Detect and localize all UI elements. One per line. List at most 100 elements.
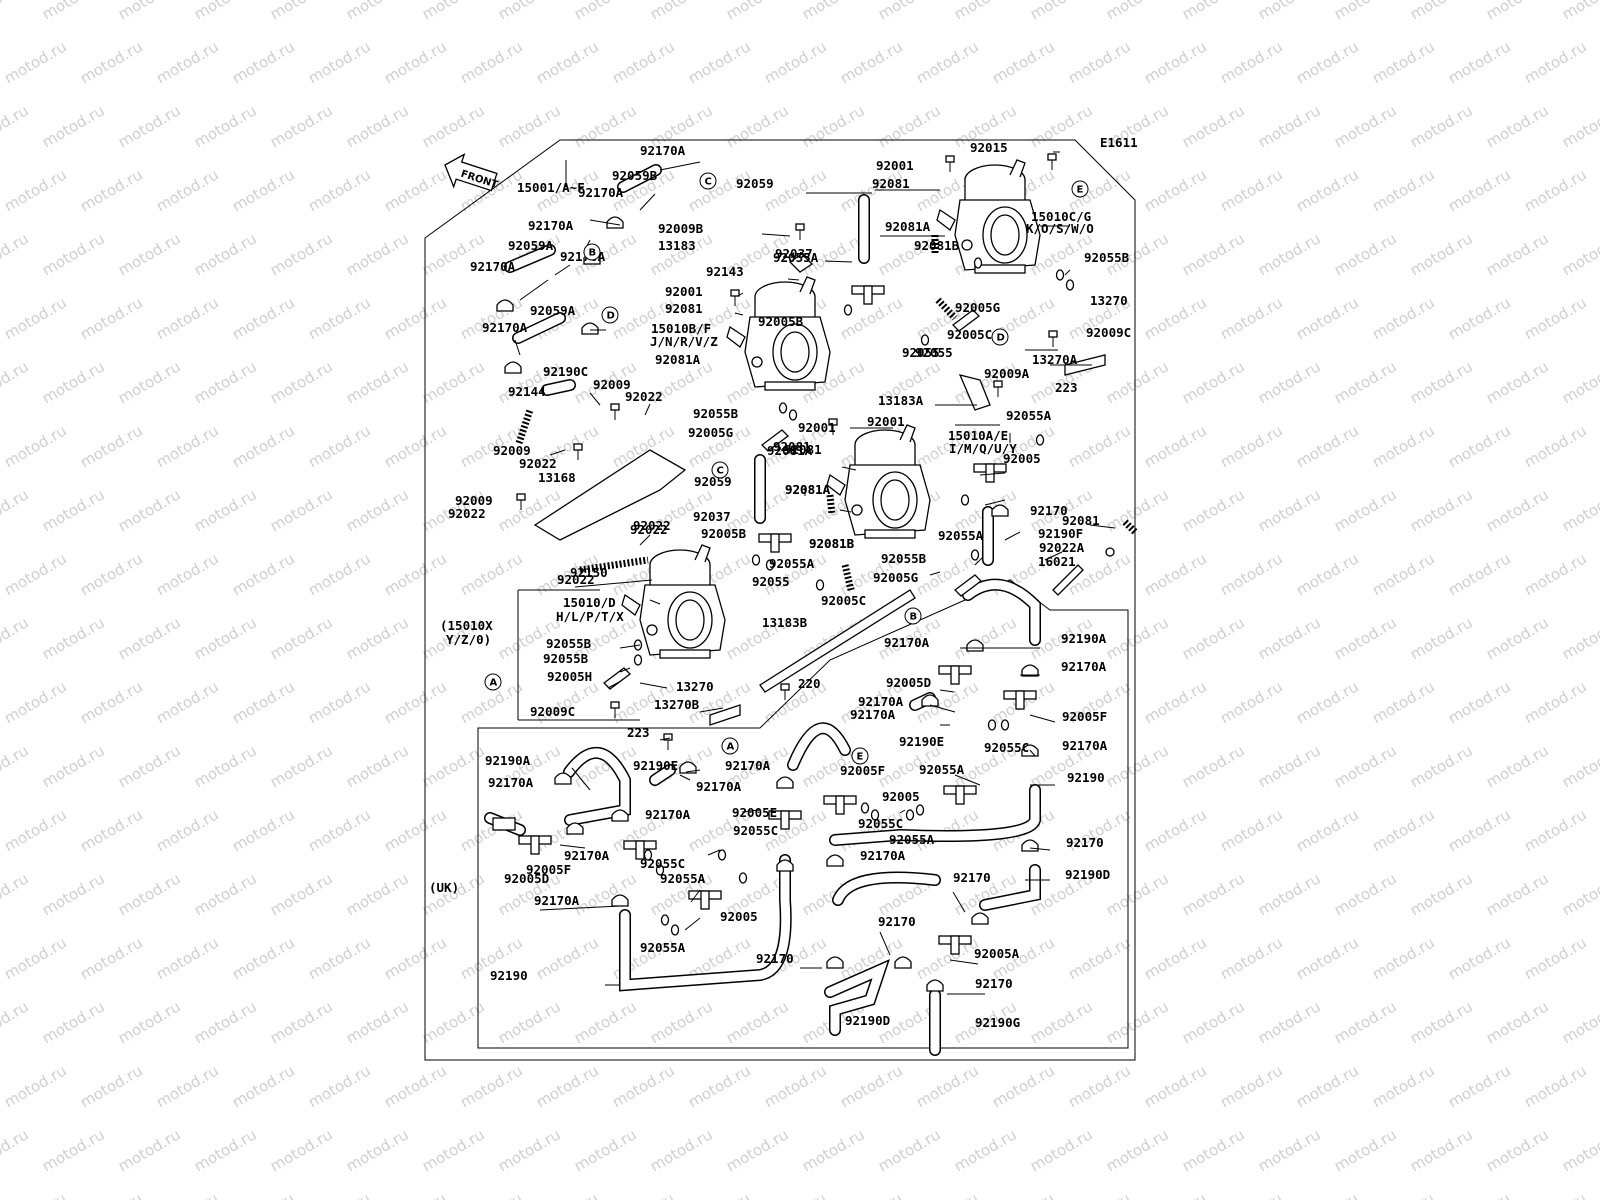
leader-line [639,193,656,211]
part-label: 92055B [881,551,927,566]
watermark-text: motod.ru [305,549,374,599]
watermark-text: motod.ru [343,869,412,919]
bracket-13183b [759,589,916,693]
part-label: 92170 [756,951,794,966]
bolt [828,418,838,435]
watermark-text: motod.ru [191,357,260,407]
part-label: 92170A [696,779,742,794]
watermark-text: motod.ru [0,997,32,1047]
part-label: 92143 [706,264,744,279]
watermark-text: motod.ru [1179,485,1248,535]
watermark-text: motod.ru [381,37,450,87]
watermark-text: motod.ru [1521,1189,1590,1200]
part-label: 92055B [693,406,739,421]
watermark-text: motod.ru [723,0,792,23]
watermark-text: motod.ru [1483,613,1552,663]
svg-text:C: C [705,177,712,188]
part-label: 92190E [633,758,678,773]
svg-text:C: C [717,466,724,477]
group-label: (15010X [440,618,493,633]
watermark-text: motod.ru [1331,741,1400,791]
watermark-text: motod.ru [1141,293,1210,343]
bolt [945,155,955,172]
watermark-text: motod.ru [419,741,488,791]
watermark-text: motod.ru [115,101,184,151]
watermark-text: motod.ru [1331,869,1400,919]
part-label: 92022A [1039,540,1085,555]
watermark-text: motod.ru [1407,101,1476,151]
part-label: 92170 [1030,503,1068,518]
watermark-text: motod.ru [1255,997,1324,1047]
part-label: 92037 [693,509,731,524]
watermark-text: motod.ru [1103,0,1172,23]
part-label: 92190F [1038,526,1083,541]
leader-line [684,917,701,931]
group-label: Y/Z/0) [446,632,491,647]
watermark-text: motod.ru [191,229,260,279]
watermark-text: motod.ru [191,1125,260,1175]
part-label: 92081A [655,352,701,367]
part-label: 92081B [809,536,855,551]
watermark-text: motod.ru [343,997,412,1047]
watermark-text: motod.ru [381,1061,450,1111]
leader-line [659,161,701,171]
watermark-text: motod.ru [229,549,298,599]
part-label: 92170A [482,320,528,335]
watermark-text: motod.ru [1559,485,1600,535]
watermark-text: motod.ru [229,677,298,727]
watermark-text: motod.ru [799,1125,868,1175]
watermark-text: motod.ru [1141,805,1210,855]
watermark-text: motod.ru [305,805,374,855]
bolt [663,733,673,750]
leader-line [607,680,622,689]
watermark-text: motod.ru [1445,933,1514,983]
watermark-text: motod.ru [495,997,564,1047]
watermark-text: motod.ru [1065,1061,1134,1111]
part-label: 16021 [1038,554,1076,569]
leader-line [685,769,701,773]
watermark-text: motod.ru [1217,293,1286,343]
hose-clamp [971,912,989,925]
watermark-text: motod.ru [837,1061,906,1111]
part-label: 92055A [1006,408,1052,423]
watermark-text: motod.ru [191,613,260,663]
watermark-text: motod.ru [229,933,298,983]
watermark-text: motod.ru [1369,37,1438,87]
watermark-text: motod.ru [1,677,70,727]
watermark-text: motod.ru [1369,677,1438,727]
leader-line [571,767,591,791]
part-label: 92059 [694,474,732,489]
watermark-text: motod.ru [1293,37,1362,87]
watermark-text: motod.ru [381,293,450,343]
watermark-text: motod.ru [267,997,336,1047]
tee-92005d [938,665,972,685]
watermark-text: motod.ru [1445,293,1514,343]
spring-92144 [515,408,534,445]
fitting-92005h [603,667,631,690]
part-label: 15010C/G [1031,209,1091,224]
tee-92005f [1003,690,1037,710]
watermark-text: motod.ru [343,229,412,279]
o-ring [815,579,825,591]
leader-line [974,556,984,566]
watermark-text: motod.ru [267,0,336,23]
watermark-text: motod.ru [1331,101,1400,151]
part-label: 15010B/F [651,321,711,336]
part-label: 92170A [1061,659,1107,674]
part-label: 223 [627,725,650,740]
bolt [795,223,805,240]
part-labels: 15001/A~F92170A92059B92170A92170A92059A9… [429,140,1131,1030]
watermark-text: motod.ru [343,357,412,407]
svg-text:E: E [1077,185,1084,196]
callout-e: E [1071,180,1089,198]
watermark-text: motod.ru [1483,101,1552,151]
carburetor-15010b [726,276,831,391]
bolt [993,380,1003,397]
watermark-text: motod.ru [343,1125,412,1175]
o-ring [1000,719,1010,731]
o-ring [717,849,727,861]
part-label: 92170A [1062,738,1108,753]
watermark-text: motod.ru [1141,549,1210,599]
watermark-text: motod.ru [1293,549,1362,599]
